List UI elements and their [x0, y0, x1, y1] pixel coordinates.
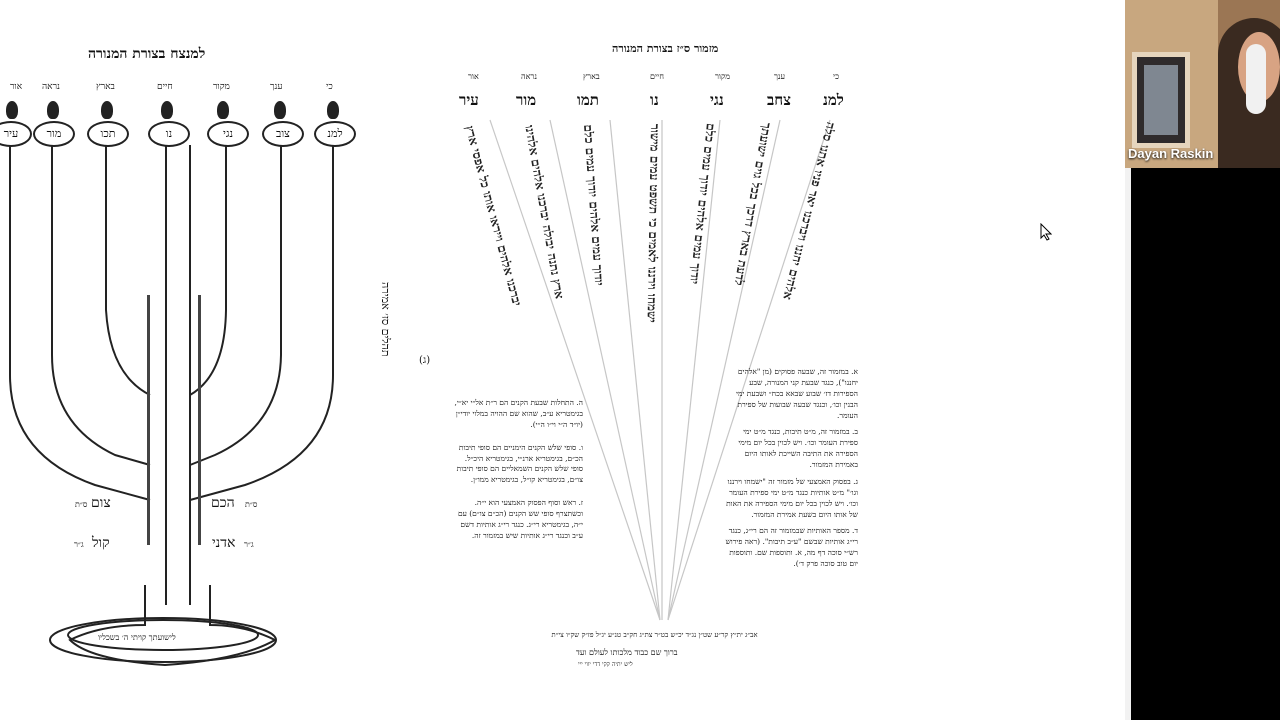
menorah-side-note: ס״ת [75, 500, 88, 509]
note-paragraph: ה. התחלות שבעת הקנים הם ר״ת אל״י יא״י, ב… [454, 398, 583, 429]
note-paragraph: א. במזמור זה, שבעה פסוקים (מן "אלהים יחנ… [735, 367, 858, 420]
notes-right: א. במזמור זה, שבעה פסוקים (מן "אלהים יחנ… [723, 367, 858, 570]
menorah-side-note: ג״ר [74, 540, 84, 549]
mouse-cursor-icon [1040, 223, 1052, 241]
cup-label-6: צוב [262, 121, 304, 147]
wall-picture-image [1144, 65, 1178, 135]
psalm-foot-row-2: ברוך שם כבוד מלכותו לעולם ועד [576, 648, 678, 657]
note-paragraph: ד. מספר האותיות שבמזמור זה הם רי״ג, כנגד… [725, 526, 858, 568]
branch-head-2: נראה [42, 82, 60, 92]
column-word-2: מור [516, 91, 537, 109]
column-head-7: כי [833, 72, 840, 81]
psalm-lines-drawing [489, 119, 831, 621]
column-word-7: למנ [823, 91, 844, 109]
shared-screen: למנצח בצורת המנורה אור נראה בארץ חיים מק… [0, 42, 1052, 668]
wall-picture [1132, 52, 1190, 148]
branch-head-6: ענך [270, 82, 283, 92]
participant-name: Dayan Raskin [1128, 146, 1214, 161]
note-paragraph: ב. במזמור זה, מ״ט תיבות, כנגד מ״ט ימי ספ… [738, 427, 858, 469]
headphone-icon [1246, 44, 1266, 114]
column-word-5: נגי [710, 91, 724, 109]
menorah-side-label: קול [92, 535, 110, 551]
chapter-marker: (ג) [419, 355, 431, 366]
screen-divider [1125, 0, 1131, 720]
column-head-6: ענך [774, 72, 786, 81]
branch-head-5: מקור [213, 82, 230, 92]
menorah-side-label: הכם [211, 495, 235, 511]
column-head-3: בארץ [583, 72, 600, 81]
branch-head-3: בארץ [96, 82, 115, 92]
flame-icon [274, 101, 286, 119]
flame-icon [161, 101, 173, 119]
column-head-1: אור [468, 72, 479, 81]
menorah-title: למנצח בצורת המנורה [88, 46, 206, 62]
cup-label-3: תכו [87, 121, 129, 147]
branch-head-4: חיים [157, 82, 173, 92]
flame-icon [47, 101, 59, 119]
menorah-footer: לישועתך קויתי ה׳ בשכליו [98, 633, 176, 642]
flame-icon [6, 101, 18, 119]
cup-label-5: נגי [207, 121, 249, 147]
cup-label-2: מור [33, 121, 75, 147]
notes-left: ה. התחלות שבעת הקנים הם ר״ת אל״י יא״י, ב… [453, 398, 583, 542]
column-word-3: תמו [577, 91, 599, 109]
psalm-foot-row-1: אב״ג ית״ץ קר״ע שט״ן נג״ד יכ״ש בט״ר צת״ג … [551, 631, 758, 639]
cup-label-1: עיר [0, 121, 32, 147]
column-head-5: מקור [715, 72, 730, 81]
branch-head-7: כי [326, 82, 333, 92]
cup-label-4: נו [148, 121, 190, 147]
branch-head-1: אור [10, 82, 23, 92]
flame-icon [217, 101, 229, 119]
column-head-4: חיים [650, 72, 664, 81]
verse-label: תהלים סז׳ אמירה [379, 282, 392, 357]
column-word-6: צחב [767, 91, 791, 109]
cup-label-7: למנ [314, 121, 356, 147]
psalm-title: מזמור ס״ז בצורת המנורה [612, 42, 719, 55]
psalm-foot-row-3: ליש יתיה קקי דדי יווי ייי [578, 661, 633, 668]
column-head-2: נראה [521, 72, 537, 81]
flame-icon [327, 101, 339, 119]
menorah-side-label: צום [91, 495, 111, 511]
menorah-side-note: ס״ת [245, 500, 258, 509]
column-word-1: עיר [459, 91, 479, 109]
menorah-drawing [9, 145, 334, 667]
column-word-4: נו [650, 91, 659, 109]
note-paragraph: ו. סופי שלש הקנים הימניים הם סופי תיבות … [456, 442, 583, 485]
note-paragraph: ז. ראש וסוף הפסוק האמצעי הוא י״ה. וכשתצר… [457, 498, 583, 540]
menorah-side-note: ג״ר [244, 540, 254, 549]
menorah-side-label: אדני [212, 535, 236, 551]
note-paragraph: ג. בפסוק האמצעי של מזמור זה "ישמחו וירננ… [726, 476, 858, 519]
flame-icon [101, 101, 113, 119]
